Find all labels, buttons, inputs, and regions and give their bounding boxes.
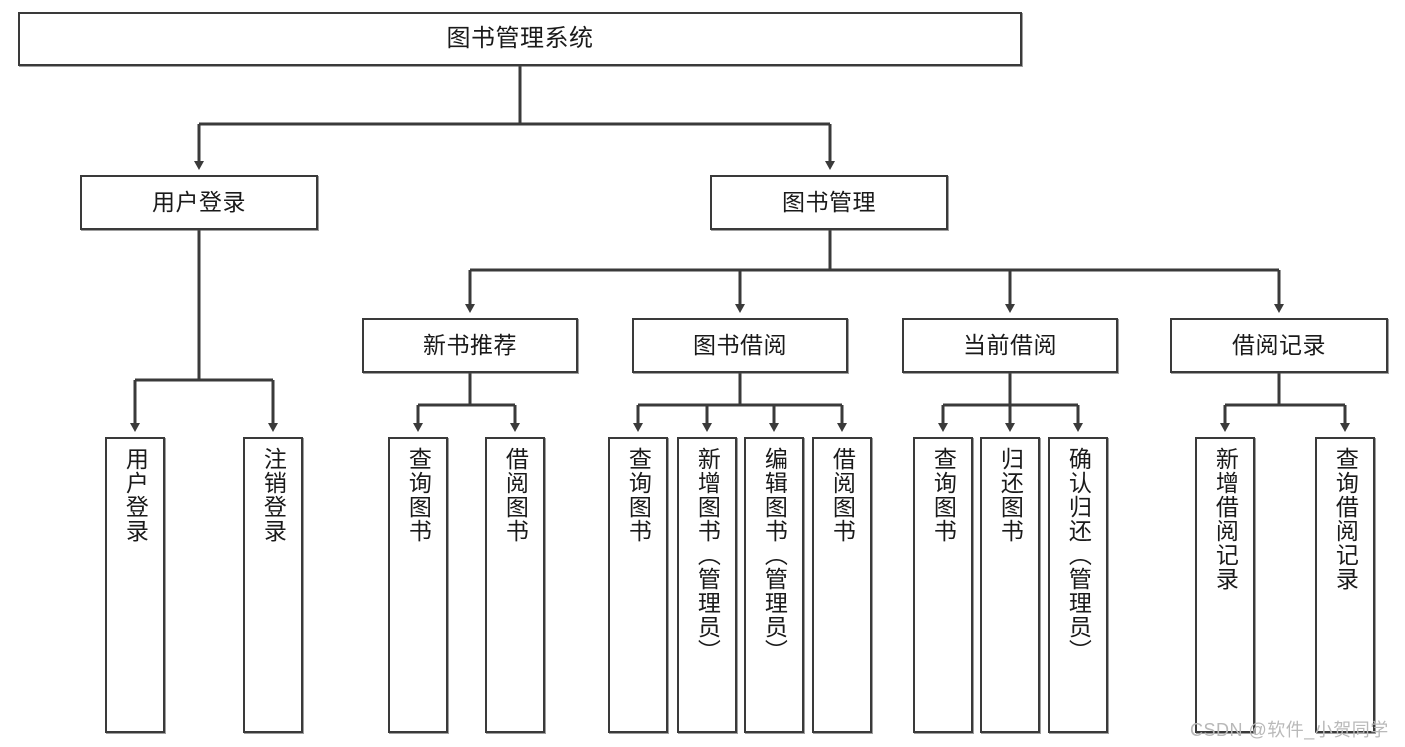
node-book-borrow-label: 图书借阅 <box>693 332 787 359</box>
leaf-add-record[interactable]: 新增借阅记录 <box>1195 437 1255 733</box>
node-borrow-record-label: 借阅记录 <box>1232 332 1326 359</box>
leaf-add-book-label: 新增图书（管理员） <box>694 447 721 663</box>
leaf-borrow-book-1-label: 借阅图书 <box>502 447 529 543</box>
leaf-edit-book-label: 编辑图书（管理员） <box>761 447 788 663</box>
leaf-query-book-3[interactable]: 查询图书 <box>913 437 973 733</box>
leaf-edit-book[interactable]: 编辑图书（管理员） <box>744 437 804 733</box>
leaf-query-book-2[interactable]: 查询图书 <box>608 437 668 733</box>
leaf-confirm-return-label: 确认归还（管理员） <box>1065 447 1092 663</box>
node-new-book-rec[interactable]: 新书推荐 <box>362 318 578 373</box>
leaf-return-book-label: 归还图书 <box>997 447 1024 543</box>
leaf-logout[interactable]: 注销登录 <box>243 437 303 733</box>
node-user-login-label: 用户登录 <box>152 189 246 216</box>
node-root[interactable]: 图书管理系统 <box>18 12 1022 66</box>
node-user-login[interactable]: 用户登录 <box>80 175 318 230</box>
leaf-query-book-1-label: 查询图书 <box>405 447 432 543</box>
leaf-add-record-label: 新增借阅记录 <box>1212 447 1239 591</box>
node-current-borrow-label: 当前借阅 <box>963 332 1057 359</box>
watermark: CSDN @软件_小贺同学 <box>1190 720 1389 740</box>
leaf-logout-label: 注销登录 <box>260 447 287 543</box>
leaf-return-book[interactable]: 归还图书 <box>980 437 1040 733</box>
node-book-borrow[interactable]: 图书借阅 <box>632 318 848 373</box>
node-book-manage-label: 图书管理 <box>782 189 876 216</box>
leaf-query-book-1[interactable]: 查询图书 <box>388 437 448 733</box>
leaf-add-book[interactable]: 新增图书（管理员） <box>677 437 737 733</box>
leaf-borrow-book-1[interactable]: 借阅图书 <box>485 437 545 733</box>
leaf-query-record-label: 查询借阅记录 <box>1332 447 1359 591</box>
leaf-query-record[interactable]: 查询借阅记录 <box>1315 437 1375 733</box>
leaf-user-login-label: 用户登录 <box>122 447 149 543</box>
node-new-book-rec-label: 新书推荐 <box>423 332 517 359</box>
leaf-query-book-2-label: 查询图书 <box>625 447 652 543</box>
leaf-query-book-3-label: 查询图书 <box>930 447 957 543</box>
node-current-borrow[interactable]: 当前借阅 <box>902 318 1118 373</box>
leaf-user-login[interactable]: 用户登录 <box>105 437 165 733</box>
leaf-confirm-return[interactable]: 确认归还（管理员） <box>1048 437 1108 733</box>
node-borrow-record[interactable]: 借阅记录 <box>1170 318 1388 373</box>
node-book-manage[interactable]: 图书管理 <box>710 175 948 230</box>
leaf-borrow-book-2[interactable]: 借阅图书 <box>812 437 872 733</box>
node-root-label: 图书管理系统 <box>446 25 594 53</box>
leaf-borrow-book-2-label: 借阅图书 <box>829 447 856 543</box>
